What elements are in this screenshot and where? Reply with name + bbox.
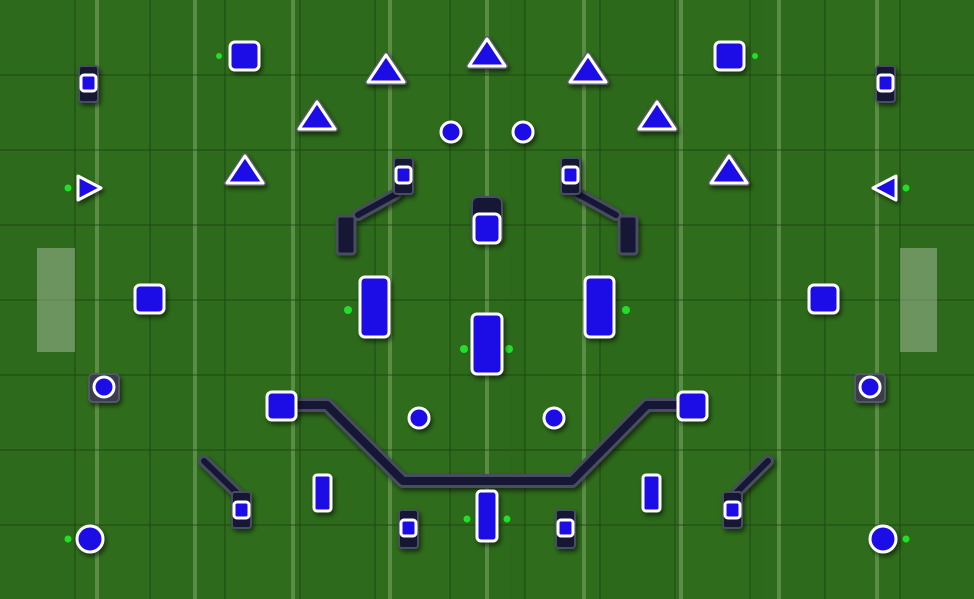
tower-left xyxy=(394,165,413,185)
side-square-right xyxy=(807,283,840,315)
start-box-left xyxy=(37,248,75,352)
mid-right-rect xyxy=(583,275,616,339)
wall-block-right xyxy=(617,214,639,256)
bottom-center-rect xyxy=(475,489,499,543)
side-can-right xyxy=(858,375,882,399)
can-right-top xyxy=(511,120,535,144)
bottom-small-left xyxy=(399,518,418,538)
bunkers xyxy=(75,36,898,554)
low-rect-left xyxy=(312,473,333,513)
wall-square-left xyxy=(265,390,298,422)
can-left-top xyxy=(439,120,463,144)
side-square-left xyxy=(133,283,166,315)
position-markers xyxy=(64,53,910,543)
low-rect-right xyxy=(641,473,662,513)
center-rect xyxy=(470,312,504,376)
wall-block-left xyxy=(335,214,357,256)
can-left-bottom xyxy=(407,406,431,430)
side-can-left xyxy=(92,375,116,399)
corner-small-right-bottom xyxy=(723,500,742,520)
walls xyxy=(198,188,774,502)
tower-right xyxy=(561,165,580,185)
snake-corner-left-top xyxy=(228,40,261,72)
corner-small-left-bottom xyxy=(232,500,251,520)
corner-small-right-top xyxy=(876,73,895,93)
mid-left-rect xyxy=(358,275,391,339)
side-triangle-left xyxy=(76,174,103,202)
center-top-brick xyxy=(472,212,502,245)
wall-square-right xyxy=(676,390,709,422)
corner-can-right xyxy=(868,524,898,554)
bottom-small-right xyxy=(556,518,575,538)
corner-small-left-top xyxy=(79,73,98,93)
corner-can-left xyxy=(75,524,105,554)
can-right-bottom xyxy=(542,406,566,430)
side-triangle-right xyxy=(871,174,898,202)
start-box-right xyxy=(900,248,937,352)
snake-corner-right-top xyxy=(713,40,746,72)
